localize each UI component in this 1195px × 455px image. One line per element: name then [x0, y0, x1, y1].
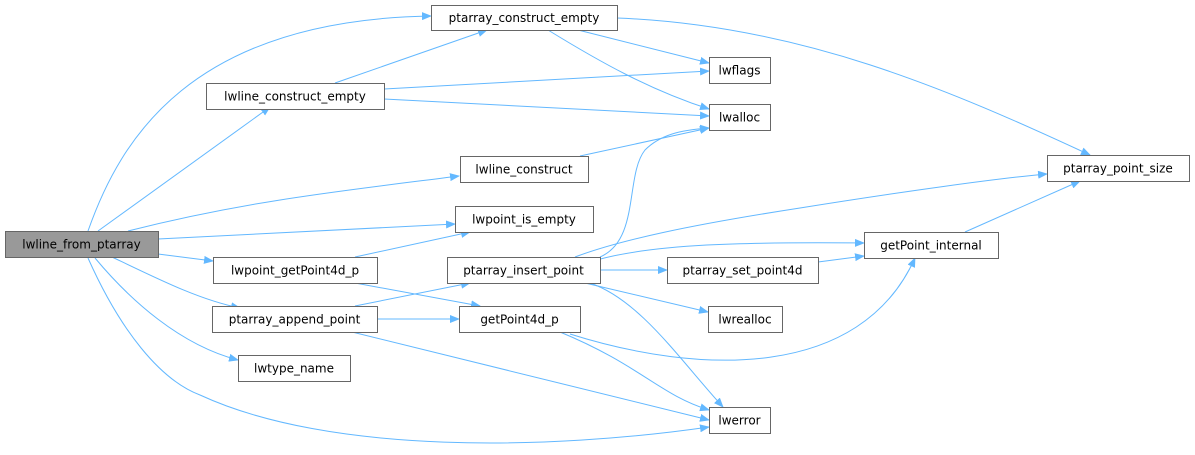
edge-getpoint-internal-to-ptarray-point-size [964, 180, 1081, 233]
edge-lwpoint-getpoint4d-p-to-lwpoint-is-empty [354, 230, 471, 258]
edge-getpoint4d-p-to-getpoint-internal [569, 257, 916, 361]
edge-ptarray-construct-empty-to-ptarray-point-size [616, 17, 1091, 156]
edge-lwline-from-ptarray-to-lwpoint-getpoint4d-p [157, 253, 214, 264]
node-box [431, 5, 618, 31]
node-label: lwrealloc [718, 313, 771, 327]
node-lwpoint-getpoint4d-p[interactable]: lwpoint_getPoint4d_p [213, 257, 378, 284]
node-box [206, 83, 385, 110]
edge-lwline-from-ptarray-to-lwline-construct-empty [97, 106, 271, 232]
node-box [864, 232, 999, 259]
node-label: lwtype_name [254, 362, 334, 376]
node-box [213, 257, 378, 284]
node-ptarray-set-point4d[interactable]: ptarray_set_point4d [667, 257, 819, 284]
node-lwtype-name[interactable]: lwtype_name [238, 355, 351, 382]
edge-lwline-from-ptarray-to-ptarray-construct-empty [87, 12, 432, 232]
node-label: ptarray_insert_point [463, 264, 584, 278]
node-ptarray-construct-empty[interactable]: ptarray_construct_empty [431, 5, 618, 31]
edge-lwline-from-ptarray-to-ptarray-append-point [111, 256, 241, 311]
node-box [459, 306, 581, 333]
edge-ptarray-append-point-to-lwerror [351, 331, 710, 422]
node-label: lwline_construct_empty [224, 90, 366, 104]
node-box [709, 57, 771, 84]
node-lwflags[interactable]: lwflags [709, 57, 771, 84]
edge-ptarray-insert-point-to-getpoint-internal [589, 238, 865, 263]
node-label: lwflags [719, 64, 761, 78]
edge-ptarray-insert-point-to-lwalloc [599, 124, 710, 258]
edge-lwline-from-ptarray-to-lwtype-name [94, 257, 239, 362]
node-label: lwpoint_getPoint4d_p [231, 264, 359, 278]
node-box [5, 231, 159, 258]
node-label: lwline_construct [475, 163, 572, 177]
edge-ptarray-insert-point-to-lwrealloc [584, 282, 709, 314]
edge-lwline-from-ptarray-to-lwerror [87, 257, 710, 444]
node-ptarray-insert-point[interactable]: ptarray_insert_point [447, 257, 601, 284]
edge-lwline-from-ptarray-to-lwline-construct [127, 173, 460, 232]
node-lwline-construct[interactable]: lwline_construct [460, 156, 589, 183]
node-label: getPoint4d_p [480, 313, 558, 327]
node-lwrealloc[interactable]: lwrealloc [708, 306, 783, 333]
node-getpoint4d-p[interactable]: getPoint4d_p [459, 306, 581, 333]
node-box [460, 156, 589, 183]
node-ptarray-point-size[interactable]: ptarray_point_size [1047, 155, 1190, 182]
nodes-layer: lwline_from_ptarray ptarray_construct_emp… [5, 5, 1190, 434]
edge-lwpoint-getpoint4d-p-to-getpoint4d-p [354, 282, 481, 309]
node-label: ptarray_point_size [1063, 162, 1173, 176]
node-box [709, 104, 771, 131]
edge-ptarray-construct-empty-to-lwalloc [547, 29, 710, 111]
node-label: ptarray_set_point4d [683, 264, 803, 278]
node-lwline-from-ptarray[interactable]: lwline_from_ptarray [5, 231, 159, 258]
node-box [447, 257, 601, 284]
node-label: lwpoint_is_empty [472, 213, 576, 227]
edge-ptarray-construct-empty-to-lwflags [577, 29, 710, 65]
edge-lwline-construct-empty-to-ptarray-construct-empty [334, 29, 488, 84]
node-box [238, 355, 351, 382]
node-ptarray-append-point[interactable]: ptarray_append_point [212, 306, 378, 333]
edge-ptarray-append-point-to-ptarray-insert-point [354, 280, 471, 307]
node-box [1047, 155, 1190, 182]
node-label: lwalloc [719, 111, 760, 125]
edge-getpoint4d-p-to-lwerror [559, 331, 710, 412]
node-lwalloc[interactable]: lwalloc [709, 104, 771, 131]
node-label: lwline_from_ptarray [22, 238, 141, 252]
node-box [212, 306, 378, 333]
node-label: getPoint_internal [880, 239, 982, 253]
node-lwline-construct-empty[interactable]: lwline_construct_empty [206, 83, 385, 110]
edge-ptarray-set-point4d-to-getpoint-internal [817, 253, 865, 263]
edge-ptarray-insert-point-to-lwerror [589, 282, 724, 408]
edge-lwline-from-ptarray-to-lwpoint-is-empty [157, 220, 456, 240]
node-lwerror[interactable]: lwerror [709, 407, 771, 434]
node-getpoint-internal[interactable]: getPoint_internal [864, 232, 999, 259]
edge-lwline-construct-empty-to-lwflags [383, 67, 710, 90]
node-lwpoint-is-empty[interactable]: lwpoint_is_empty [455, 206, 594, 233]
node-label: ptarray_append_point [229, 313, 361, 327]
node-label: lwerror [718, 414, 760, 428]
edges-layer [87, 12, 1091, 444]
edge-lwline-construct-to-lwalloc [579, 126, 710, 157]
node-box [455, 206, 594, 233]
edge-ptarray-insert-point-to-ptarray-point-size [574, 170, 1048, 258]
node-box [708, 306, 783, 333]
node-box [667, 257, 819, 284]
node-label: ptarray_construct_empty [449, 11, 600, 25]
node-box [709, 407, 771, 434]
edge-lwline-construct-empty-to-lwalloc [383, 98, 710, 120]
